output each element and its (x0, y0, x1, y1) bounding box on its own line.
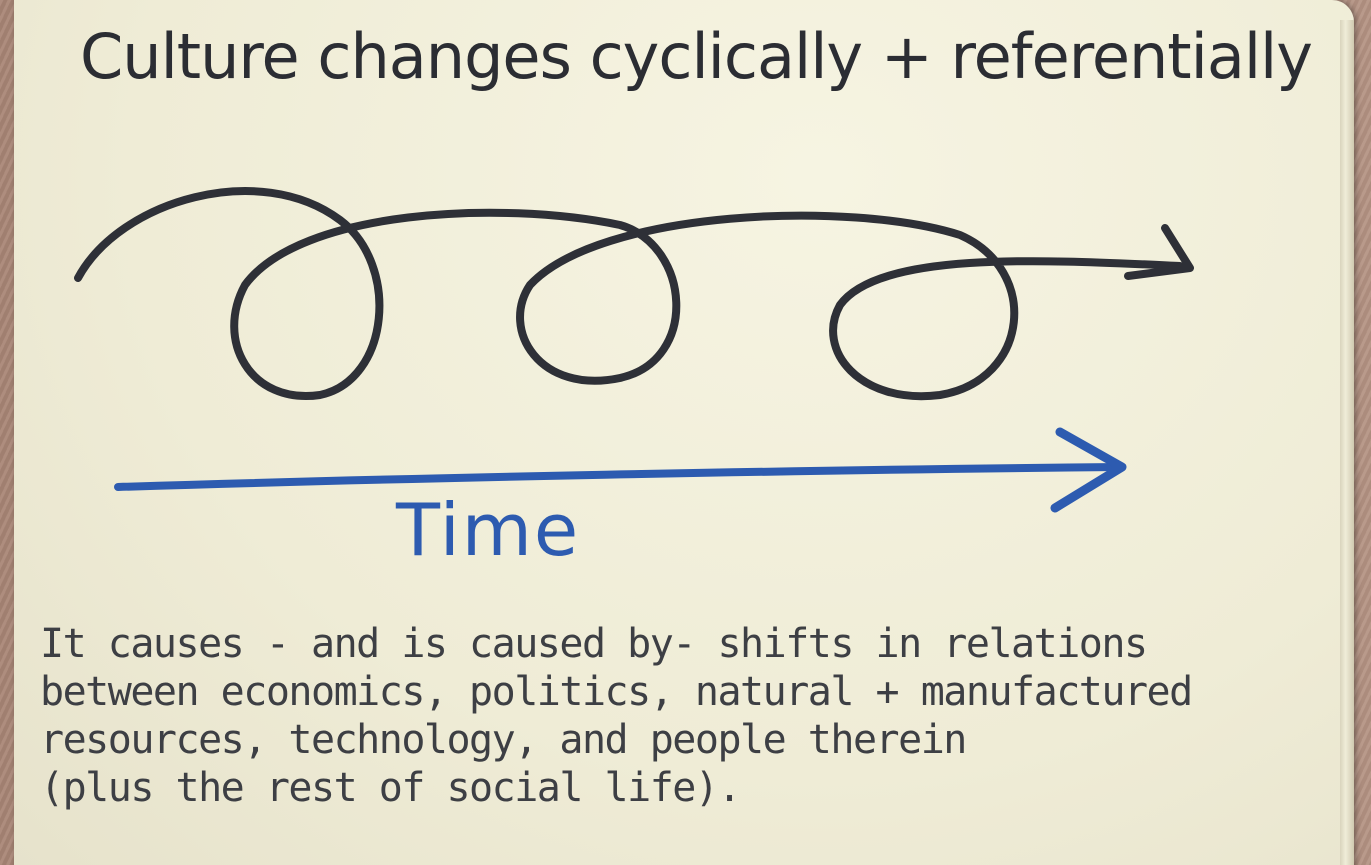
explanation-line-4: (plus the rest of social life). (40, 765, 742, 811)
card-edge (1340, 20, 1354, 865)
explanation-line-3: resources, technology, and people therei… (40, 717, 967, 763)
time-label: Time (396, 488, 581, 572)
spiral-arrowhead (1124, 224, 1194, 280)
cyclical-spiral-line (74, 187, 1184, 401)
note-card (14, 0, 1354, 865)
explanation-text: It causes - and is caused by- shifts in … (40, 620, 1360, 812)
time-arrowhead (1050, 427, 1127, 513)
explanation-line-1: It causes - and is caused by- shifts in … (40, 621, 1148, 667)
time-axis-line (114, 463, 1124, 491)
explanation-line-2: between economics, politics, natural + m… (40, 669, 1193, 715)
card-title: Culture changes cyclically + referential… (80, 20, 1313, 93)
